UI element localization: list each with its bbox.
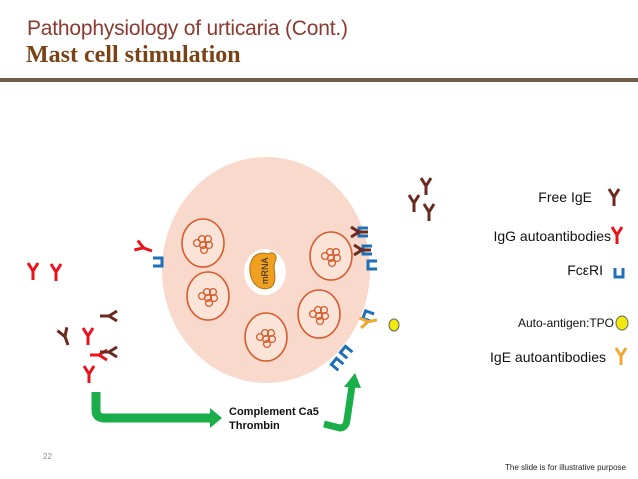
pathway-arrow-right xyxy=(323,373,361,432)
slide-number: 22 xyxy=(43,452,52,461)
mrna-label: mRNA xyxy=(260,258,270,285)
granule xyxy=(297,289,341,339)
granule xyxy=(186,271,230,321)
ige-autoantibody-icon xyxy=(614,346,628,367)
pathway-label: Complement Ca5 Thrombin xyxy=(229,405,319,433)
granule xyxy=(181,218,225,268)
fceri-receptor-icon xyxy=(613,266,625,279)
legend-ige-autoantibodies: IgE autoantibodies xyxy=(490,349,606,365)
granule xyxy=(244,312,288,362)
legend-igg-autoantibodies: IgG autoantibodies xyxy=(493,228,611,244)
legend-tpo: Auto-antigen:TPO xyxy=(517,316,614,330)
igg-autoantibody-icon xyxy=(610,225,624,246)
legend-free-ige: Free IgE xyxy=(538,189,592,205)
free-ige-antibody-icon xyxy=(607,187,621,208)
slide-title: Pathophysiology of urticaria (Cont.) xyxy=(27,17,348,40)
disclaimer-text: The slide is for illustrative purpose xyxy=(505,463,626,472)
free-ige-group xyxy=(407,176,436,223)
pathway-arrow-left xyxy=(91,392,222,428)
granule xyxy=(309,231,353,281)
complement-label: Complement Ca5 xyxy=(229,406,319,418)
thrombin-label: Thrombin xyxy=(229,420,280,432)
title-divider xyxy=(0,78,638,82)
tpo-antigen-icon xyxy=(615,315,629,331)
free-igg-antibodies xyxy=(26,261,63,283)
crosslinked-antibody-cluster xyxy=(55,309,119,385)
slide-subtitle: Mast cell stimulation xyxy=(26,42,241,68)
left-receptor-complex xyxy=(132,238,164,268)
mrna-nucleus-icon xyxy=(249,252,277,290)
legend-fceri: FcεRI xyxy=(567,262,603,278)
tpo-complex xyxy=(357,309,400,332)
